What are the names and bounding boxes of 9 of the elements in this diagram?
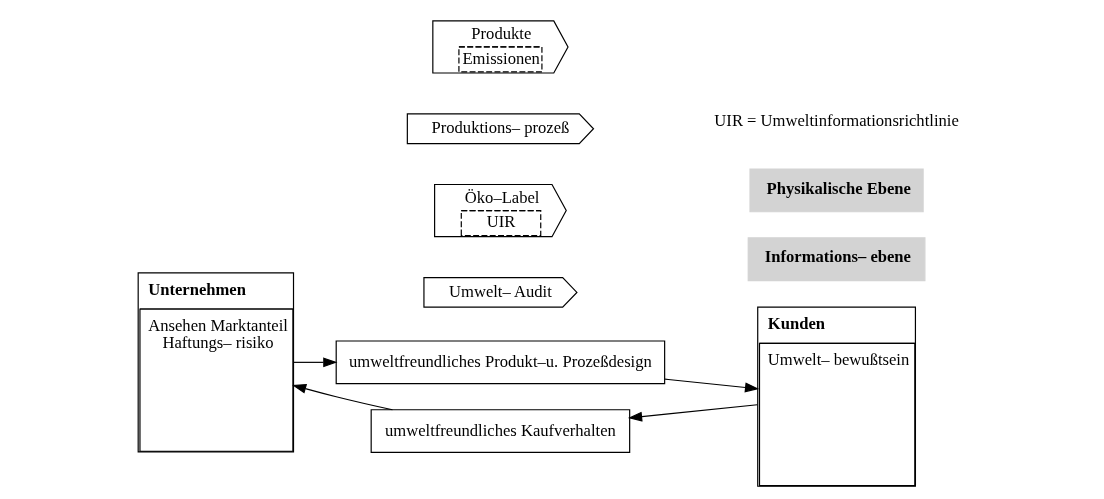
node-box: umweltfreundliches Kaufverhalten bbox=[370, 408, 631, 453]
arrow bbox=[293, 356, 338, 367]
node-box: Physikalische Ebene bbox=[749, 167, 924, 212]
arrow bbox=[664, 378, 760, 392]
label: UIR = Umweltinformationsrichtlinie bbox=[714, 110, 959, 130]
arrow bbox=[292, 383, 393, 410]
node-box: Informations– ebene bbox=[747, 236, 926, 281]
arrow bbox=[627, 403, 758, 422]
node-box: umweltfreundliches Produkt–u. Prozeßdesign bbox=[335, 339, 666, 384]
